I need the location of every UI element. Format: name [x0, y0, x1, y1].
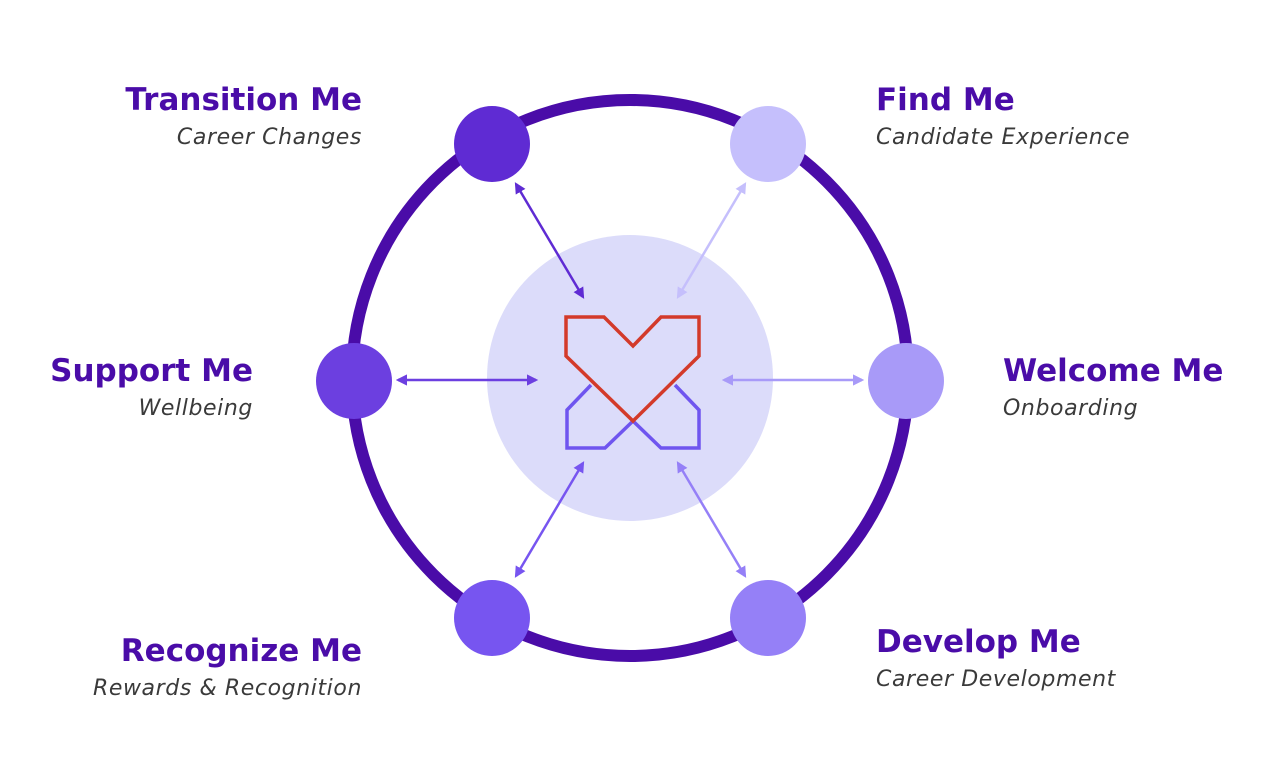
stage-subtitle: Wellbeing: [139, 396, 253, 421]
node-find[interactable]: [730, 106, 806, 182]
arrow-recognize: [514, 461, 585, 578]
stage-title: Support Me: [50, 353, 253, 389]
node-welcome[interactable]: [868, 343, 944, 419]
center-circle: [487, 235, 773, 521]
stage-title: Develop Me: [876, 624, 1081, 660]
stage-title: Find Me: [876, 82, 1015, 118]
stage-subtitle: Rewards & Recognition: [93, 676, 362, 701]
node-support[interactable]: [316, 343, 392, 419]
node-develop[interactable]: [730, 580, 806, 656]
node-transition[interactable]: [454, 106, 530, 182]
logo-icon: [564, 315, 701, 450]
arrow-develop: [676, 461, 747, 578]
node-recognize[interactable]: [454, 580, 530, 656]
stage-subtitle: Career Changes: [177, 125, 362, 150]
stage-subtitle: Career Development: [876, 667, 1117, 692]
arrow-transition: [514, 182, 585, 299]
stage-subtitle: Candidate Experience: [876, 125, 1130, 150]
stage-subtitle: Onboarding: [1003, 396, 1138, 421]
arrow-find: [676, 182, 747, 299]
stage-title: Transition Me: [125, 82, 362, 118]
stage-title: Welcome Me: [1003, 353, 1223, 389]
stage-title: Recognize Me: [121, 633, 362, 669]
